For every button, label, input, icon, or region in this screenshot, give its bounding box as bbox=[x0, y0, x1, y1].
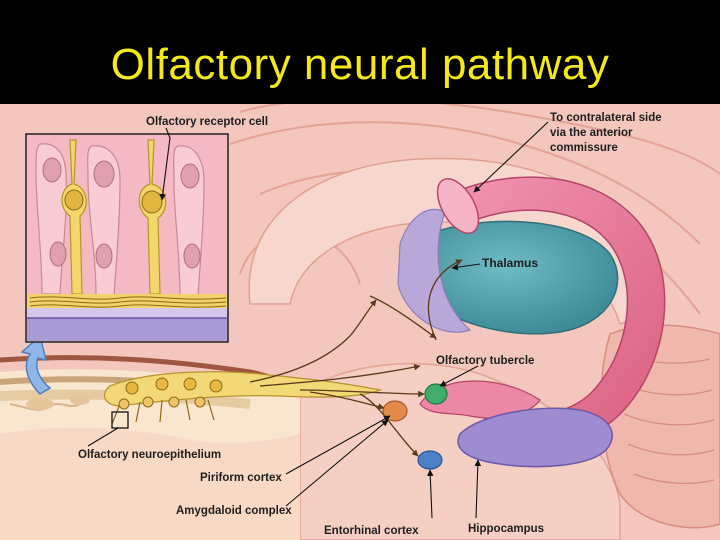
hippocampus-structure bbox=[457, 407, 613, 468]
title-bar: Olfactory neural pathway bbox=[0, 0, 720, 104]
leader-thalamus bbox=[451, 263, 481, 271]
air-flow-arrow bbox=[20, 334, 52, 395]
leader-piriform bbox=[285, 415, 391, 475]
olfactory-pathway-diagram: Olfactory receptor cell To contralateral… bbox=[0, 104, 720, 540]
label-contralateral-line2: via the anterior bbox=[550, 127, 633, 139]
projection-fibers bbox=[249, 295, 437, 457]
leader-contralateral bbox=[473, 121, 549, 193]
label-contralateral-line3: commissure bbox=[550, 142, 618, 154]
label-entorhinal-cortex: Entorhinal cortex bbox=[324, 525, 419, 537]
mitral-cells bbox=[125, 377, 223, 395]
fornix-cut-end bbox=[436, 178, 480, 234]
leader-neuroepithelium bbox=[87, 427, 119, 447]
leader-amygdaloid bbox=[285, 419, 389, 507]
leader-receptor-cell bbox=[159, 127, 171, 201]
glomeruli bbox=[118, 396, 206, 410]
receptor-cell-inset bbox=[25, 133, 229, 343]
label-hippocampus: Hippocampus bbox=[468, 523, 544, 535]
label-olfactory-receptor-cell: Olfactory receptor cell bbox=[146, 116, 268, 128]
receptor-axons bbox=[111, 399, 215, 425]
septal-region bbox=[397, 208, 472, 333]
label-olfactory-tubercle: Olfactory tubercle bbox=[436, 355, 534, 367]
label-contralateral-line1: To contralateral side bbox=[550, 112, 662, 124]
leader-entorhinal bbox=[426, 469, 434, 519]
slide-title: Olfactory neural pathway bbox=[110, 40, 610, 89]
olfactory-tubercle-node bbox=[424, 383, 448, 405]
neuroepithelium-marker-box bbox=[111, 411, 129, 429]
entorhinal-cortex-node bbox=[417, 450, 443, 470]
leader-olfactory-tubercle bbox=[439, 365, 479, 387]
nasal-cavity bbox=[0, 369, 300, 540]
label-olfactory-neuroepithelium: Olfactory neuroepithelium bbox=[78, 449, 221, 461]
label-piriform-cortex: Piriform cortex bbox=[200, 472, 282, 484]
label-thalamus: Thalamus bbox=[482, 256, 538, 270]
label-amygdaloid-complex: Amygdaloid complex bbox=[176, 505, 292, 517]
leader-hippocampus bbox=[474, 459, 482, 519]
